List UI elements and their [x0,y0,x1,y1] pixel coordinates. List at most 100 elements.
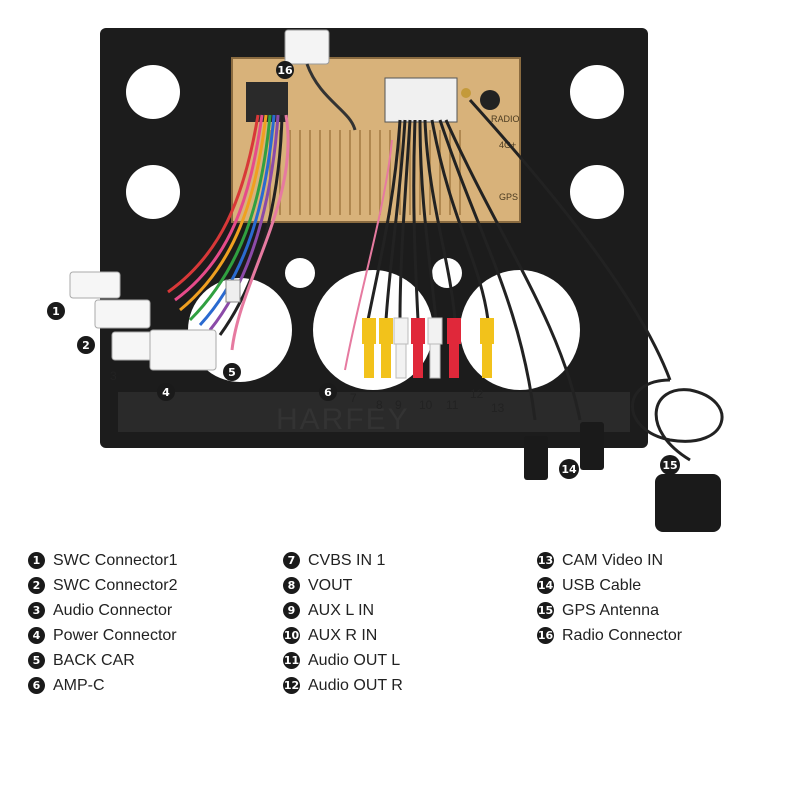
number-label-8: 8 [376,398,383,412]
gps-antenna-cable-coil [631,378,724,462]
legend-column-1: 1 SWC Connector1 2 SWC Connector2 3 Audio C… [28,548,178,698]
legend-label: USB Cable [562,576,642,594]
legend-item: 9 AUX L IN [283,598,403,623]
back-car-wire-tag [225,279,241,303]
legend-bullet: 7 [283,552,300,569]
main-port-block [384,77,458,123]
legend-label: GPS Antenna [562,601,659,619]
legend-bullet: 1 [28,552,45,569]
legend: 1 SWC Connector1 2 SWC Connector2 3 Audio C… [0,540,800,700]
rca-cables [366,98,672,421]
legend-label: Power Connector [53,626,177,644]
harness-wires [167,114,290,351]
rca-plug-aux-r [411,318,425,378]
number-label-7: 7 [350,391,357,405]
legend-label: AMP-C [53,676,105,694]
marker-4: 4 [157,383,175,401]
legend-column-2: 7 CVBS IN 1 8 VOUT 9 AUX L IN 10 AUX R IN 11… [283,548,403,698]
legend-label: SWC Connector2 [53,576,178,594]
vent-hole-left-top [126,65,180,119]
legend-item: 14 USB Cable [537,573,682,598]
svg-text:15: 15 [662,459,677,472]
svg-text:14: 14 [561,463,577,476]
legend-bullet: 15 [537,602,554,619]
amp-c-wire [344,139,393,371]
rca-plug-aux-l [393,317,409,379]
number-label-13: 13 [491,401,505,415]
legend-bullet: 9 [283,602,300,619]
legend-label: Audio OUT R [308,676,403,694]
radio-connector-cable [305,63,357,131]
legend-label: VOUT [308,576,353,594]
frame-bottom-lip [118,392,630,432]
legend-label: CAM Video IN [562,551,664,569]
legend-label: Audio Connector [53,601,173,619]
svg-text:4: 4 [162,386,170,399]
brand-watermark: HARFEY [276,403,410,436]
legend-column-3: 13 CAM Video IN 14 USB Cable 15 GPS Antenna… [537,548,682,648]
legend-item: 11 Audio OUT L [283,648,403,673]
vent-hole-right-top [570,65,624,119]
legend-label: Radio Connector [562,626,683,644]
wiring-diagram: RADIO 4G+ GPS [47,28,724,532]
legend-item: 12 Audio OUT R [283,673,403,698]
lower-opening-right [460,270,580,390]
legend-bullet: 3 [28,602,45,619]
rca-plug-cvbs-in [362,318,376,378]
legend-bullet: 12 [283,677,300,694]
number-label-10: 10 [419,398,433,412]
radio-antenna-port [480,90,500,110]
legend-item: 15 GPS Antenna [537,598,682,623]
marker-14: 14 [559,459,579,479]
legend-label: AUX L IN [308,601,375,619]
svg-text:6: 6 [324,386,332,399]
marker-16: 16 [276,61,294,79]
radio-connector [284,29,330,65]
legend-item: 10 AUX R IN [283,623,403,648]
marker-2: 2 [77,336,95,354]
legend-label: CVBS IN 1 [308,551,386,569]
svg-text:2: 2 [82,339,90,352]
gps-antenna-module [655,474,721,532]
number-label-12: 12 [470,387,484,401]
rca-plug-audio-out-l [427,317,443,379]
legend-bullet: 8 [283,577,300,594]
svg-text:1: 1 [52,305,60,318]
legend-bullet: 2 [28,577,45,594]
marker-5: 5 [223,363,241,381]
rca-plug-cam-in [480,318,494,378]
number-label-9: 9 [395,398,402,412]
power-connector [149,329,217,371]
marker-15: 15 [660,455,680,475]
legend-item: 1 SWC Connector1 [28,548,178,573]
marker-1: 1 [47,302,65,320]
legend-bullet: 6 [28,677,45,694]
legend-bullet: 10 [283,627,300,644]
swc-connector2 [94,299,151,329]
lte-label: 4G+ [499,140,516,150]
usb-plug-1 [524,436,548,480]
svg-text:16: 16 [277,64,293,77]
number-label-3: 3 [110,369,117,383]
radio-label: RADIO [491,114,520,124]
legend-bullet: 14 [537,577,554,594]
legend-item: 13 CAM Video IN [537,548,682,573]
legend-bullet: 11 [283,652,300,669]
legend-bullet: 13 [537,552,554,569]
legend-label: AUX R IN [308,626,378,644]
legend-label: Audio OUT L [308,651,401,669]
small-hole-left [285,258,315,288]
legend-item: 3 Audio Connector [28,598,178,623]
rca-plug-vout [379,318,393,378]
svg-text:5: 5 [228,366,236,379]
legend-item: 2 SWC Connector2 [28,573,178,598]
marker-6: 6 [319,383,337,401]
gps-label: GPS [499,192,518,202]
legend-item: 7 CVBS IN 1 [283,548,403,573]
number-label-11: 11 [446,398,459,412]
vent-hole-right-bottom [570,165,624,219]
legend-label: SWC Connector1 [53,551,178,569]
